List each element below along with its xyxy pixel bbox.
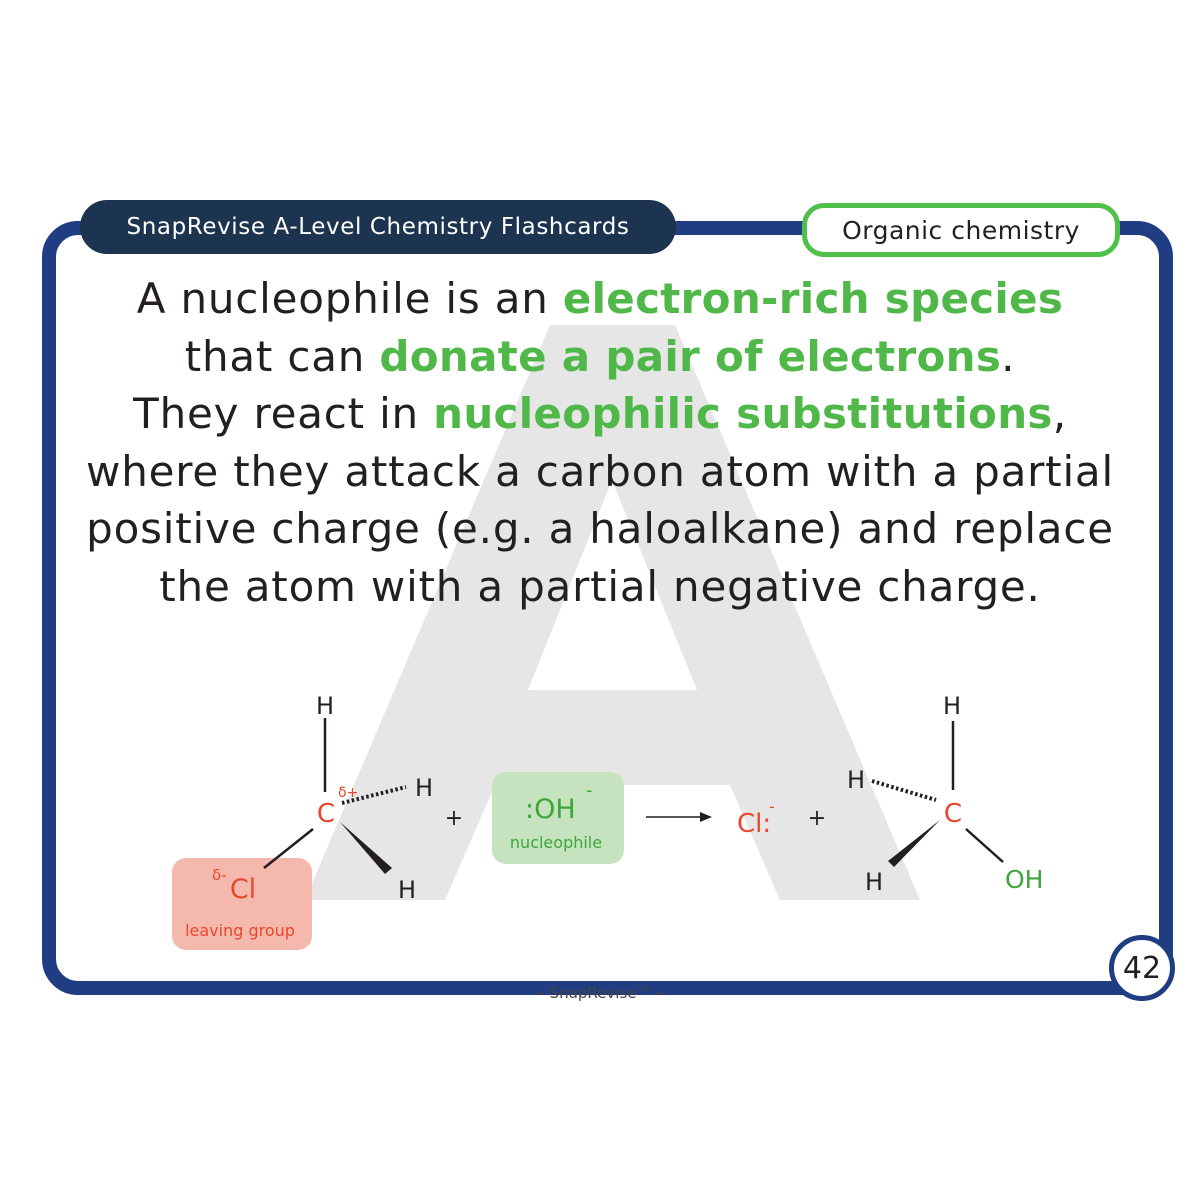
atom-carbon: C xyxy=(317,799,335,829)
footer-tail: ~ xyxy=(655,984,668,1002)
header-title: SnapRevise A-Level Chemistry Flashcards xyxy=(126,214,630,240)
text-segment: , xyxy=(1052,389,1067,438)
header-title-pill: SnapRevise A-Level Chemistry Flashcards xyxy=(80,200,676,254)
highlight-nucleophilic-substitutions: nucleophilic substitutions xyxy=(433,389,1053,438)
product-h-bottom: H xyxy=(865,868,883,896)
wedge-bond-c-h xyxy=(340,822,392,874)
chloride-charge: - xyxy=(769,797,775,816)
delta-plus-carbon: δ+ xyxy=(338,785,358,801)
nucleophile-formula: :OH xyxy=(525,794,576,825)
text-segment: . xyxy=(1001,331,1016,381)
nucleophile-box xyxy=(492,772,624,864)
product-atom-carbon: C xyxy=(944,799,962,829)
plus-sign-1: + xyxy=(445,806,463,831)
chloride-ion: Cl: xyxy=(737,809,771,839)
topic-pill: Organic chemistry xyxy=(802,203,1120,257)
leaving-group-label: leaving group xyxy=(185,921,295,940)
product-h-left: H xyxy=(847,766,865,794)
atom-h-top: H xyxy=(316,692,334,720)
definition-text: A nucleophile is an electron-rich specie… xyxy=(62,270,1138,615)
product-bond-c-o xyxy=(965,828,1004,863)
highlight-donate-pair: donate a pair of electrons xyxy=(379,331,1002,381)
hashed-bond-c-h xyxy=(341,785,407,805)
page-number: 42 xyxy=(1122,950,1162,986)
text-segment: A nucleophile is an xyxy=(136,274,563,323)
atom-chlorine: Cl xyxy=(230,874,256,905)
watermark-letter-a xyxy=(305,325,920,900)
plus-sign-2: + xyxy=(808,806,826,831)
product-wedge-bond xyxy=(888,820,940,867)
atom-h-bottom: H xyxy=(398,876,416,904)
text-segment: where they attack a carbon atom with a p… xyxy=(86,446,1114,611)
product-h-top: H xyxy=(943,692,961,720)
product-hydroxyl: OH xyxy=(1005,865,1043,894)
text-segment: that can xyxy=(184,331,380,381)
bond-c-cl xyxy=(263,828,314,869)
atom-h-right: H xyxy=(415,774,433,802)
footer-brand: ~ SnapRevise ® ~ xyxy=(0,984,1200,1002)
text-segment: They react in xyxy=(133,389,434,438)
delta-minus-chlorine: δ- xyxy=(212,866,227,884)
leaving-group-box xyxy=(172,858,312,950)
reaction-arrow-head xyxy=(700,812,712,822)
nucleophile-label: nucleophile xyxy=(510,833,602,852)
nucleophile-charge: - xyxy=(586,780,593,801)
page-number-badge: 42 xyxy=(1109,935,1175,1001)
footer-brand-name: ~ SnapRevise xyxy=(532,984,637,1002)
registered-mark: ® xyxy=(641,985,651,995)
topic-label: Organic chemistry xyxy=(842,215,1080,245)
product-hashed-bond xyxy=(871,779,937,802)
highlight-electron-rich: electron-rich species xyxy=(562,274,1064,323)
